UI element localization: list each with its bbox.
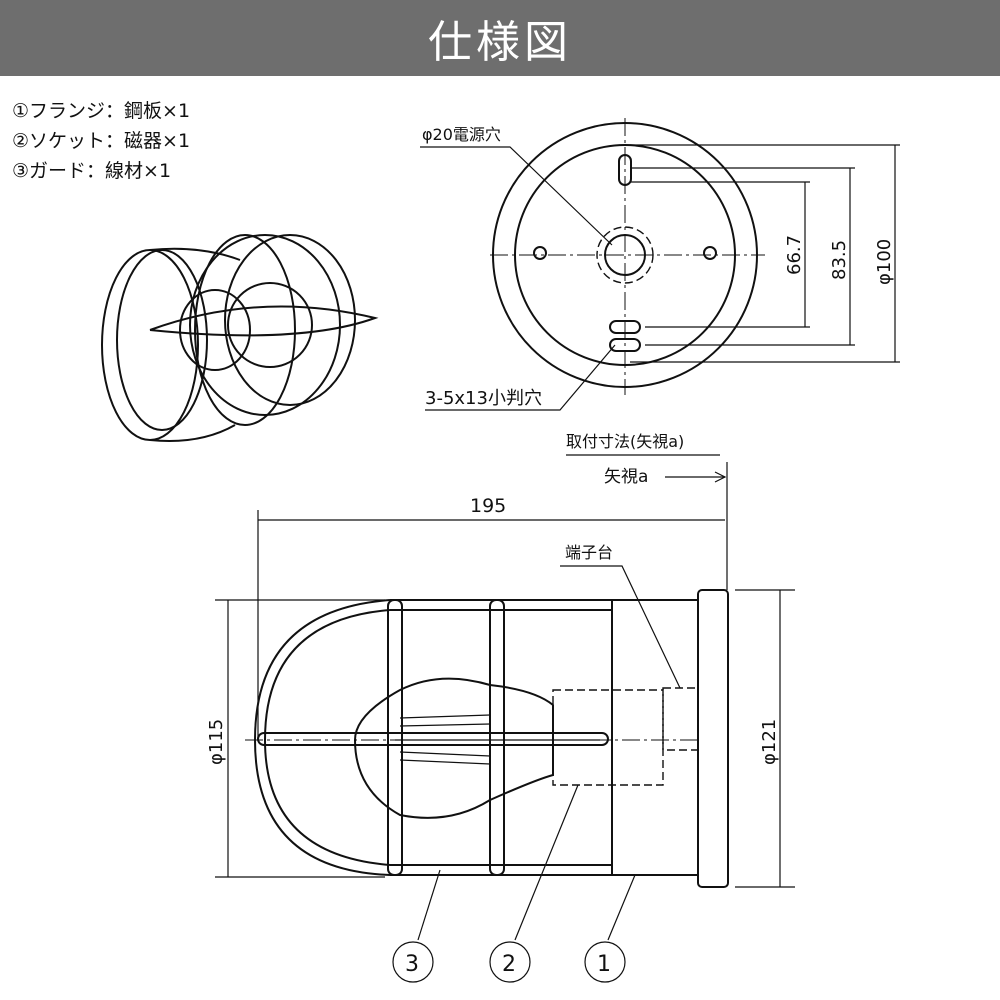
part-socket: ②ソケット：磁器×1 bbox=[12, 130, 191, 152]
part-flange: ①フランジ：鋼板×1 bbox=[12, 100, 191, 122]
side-view: 取付寸法(矢視a) 矢視a 195 端子台 φ115 φ121 3 2 1 bbox=[206, 432, 795, 983]
dim-83-5: 83.5 bbox=[829, 240, 850, 280]
mount-title: 取付寸法(矢視a) bbox=[566, 432, 684, 451]
terminal-label: 端子台 bbox=[565, 543, 613, 562]
power-hole-label: φ20電源穴 bbox=[422, 125, 501, 144]
dim-phi115: φ115 bbox=[206, 719, 227, 765]
slot-hole-label: 3-5x13小判穴 bbox=[425, 388, 542, 409]
dim-phi100: φ100 bbox=[874, 239, 895, 285]
dim-66-7: 66.7 bbox=[784, 235, 805, 275]
callout-guard: 3 bbox=[405, 952, 419, 977]
part-guard: ③ガード：線材×1 bbox=[12, 160, 172, 182]
perspective-sketch bbox=[101, 234, 379, 442]
dim-phi121: φ121 bbox=[759, 719, 780, 765]
view-a-label: 矢視a bbox=[604, 467, 648, 487]
page-title: 仕様図 bbox=[428, 17, 572, 68]
parts-list: ①フランジ：鋼板×1 ②ソケット：磁器×1 ③ガード：線材×1 bbox=[12, 96, 190, 186]
callout-flange: 1 bbox=[597, 952, 611, 977]
top-view: 66.7 83.5 φ100 φ20電源穴 3-5x13小判穴 bbox=[420, 118, 900, 411]
dim-195: 195 bbox=[470, 495, 506, 517]
callout-socket: 2 bbox=[502, 952, 516, 977]
header-bar: 仕様図 bbox=[0, 0, 1000, 76]
